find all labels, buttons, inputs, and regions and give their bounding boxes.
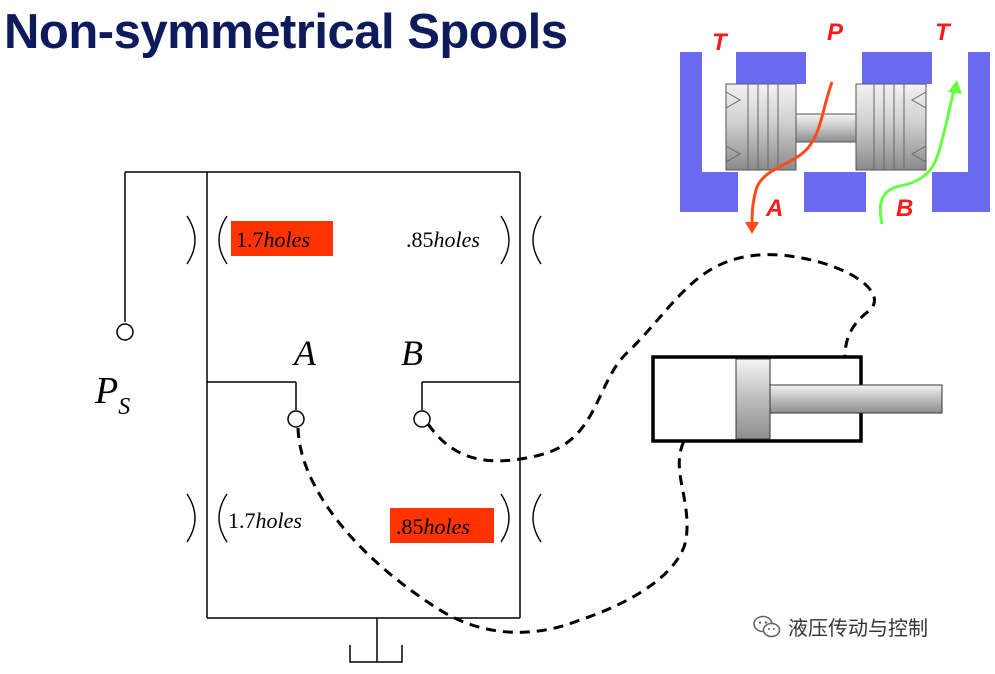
label-port-b: B bbox=[896, 195, 913, 222]
hose-a-to-cap-side bbox=[296, 427, 689, 634]
hose-lines bbox=[296, 253, 876, 634]
cylinder-rod bbox=[769, 384, 943, 414]
watermark: 液压传动与控制 bbox=[752, 612, 928, 641]
supply-node bbox=[116, 323, 134, 341]
label-pressure: P bbox=[827, 19, 844, 46]
hose-b-to-rod-side bbox=[426, 253, 876, 463]
cylinder-piston bbox=[735, 358, 771, 440]
wechat-icon bbox=[753, 615, 781, 637]
node-b-label: B bbox=[401, 333, 423, 373]
orifice-highlight-top-left bbox=[231, 221, 333, 256]
spool-land-right bbox=[855, 83, 927, 171]
node-b bbox=[413, 410, 431, 428]
label-port-a: A bbox=[765, 195, 783, 222]
flow-path-p-to-a bbox=[745, 81, 834, 234]
spool-land-left bbox=[725, 83, 797, 171]
orifice-label-bottom-right: .85holes bbox=[396, 514, 470, 539]
label-tank-right: T bbox=[935, 19, 952, 46]
page-title: Non-symmetrical Spools bbox=[4, 5, 568, 59]
node-a bbox=[287, 410, 305, 428]
orifice-label-top-right: .85holes bbox=[406, 227, 480, 252]
supply-pressure-label: PS bbox=[94, 370, 130, 420]
spool-valve-section: T P T A B bbox=[680, 19, 990, 234]
orifice-highlight-bottom-right bbox=[390, 508, 494, 543]
orifice-brackets bbox=[186, 215, 542, 543]
valve-body bbox=[680, 52, 990, 212]
orifice-label-bottom-left: 1.7holes bbox=[228, 508, 302, 533]
hydraulic-cylinder bbox=[651, 355, 943, 443]
label-tank-left: T bbox=[712, 29, 729, 56]
bridge-circuit bbox=[124, 171, 521, 663]
orifice-label-top-left: 1.7holes bbox=[236, 227, 310, 252]
flow-path-b-to-t bbox=[878, 80, 962, 225]
watermark-text: 液压传动与控制 bbox=[788, 616, 928, 640]
spool bbox=[725, 83, 927, 171]
node-a-label: A bbox=[292, 333, 317, 373]
